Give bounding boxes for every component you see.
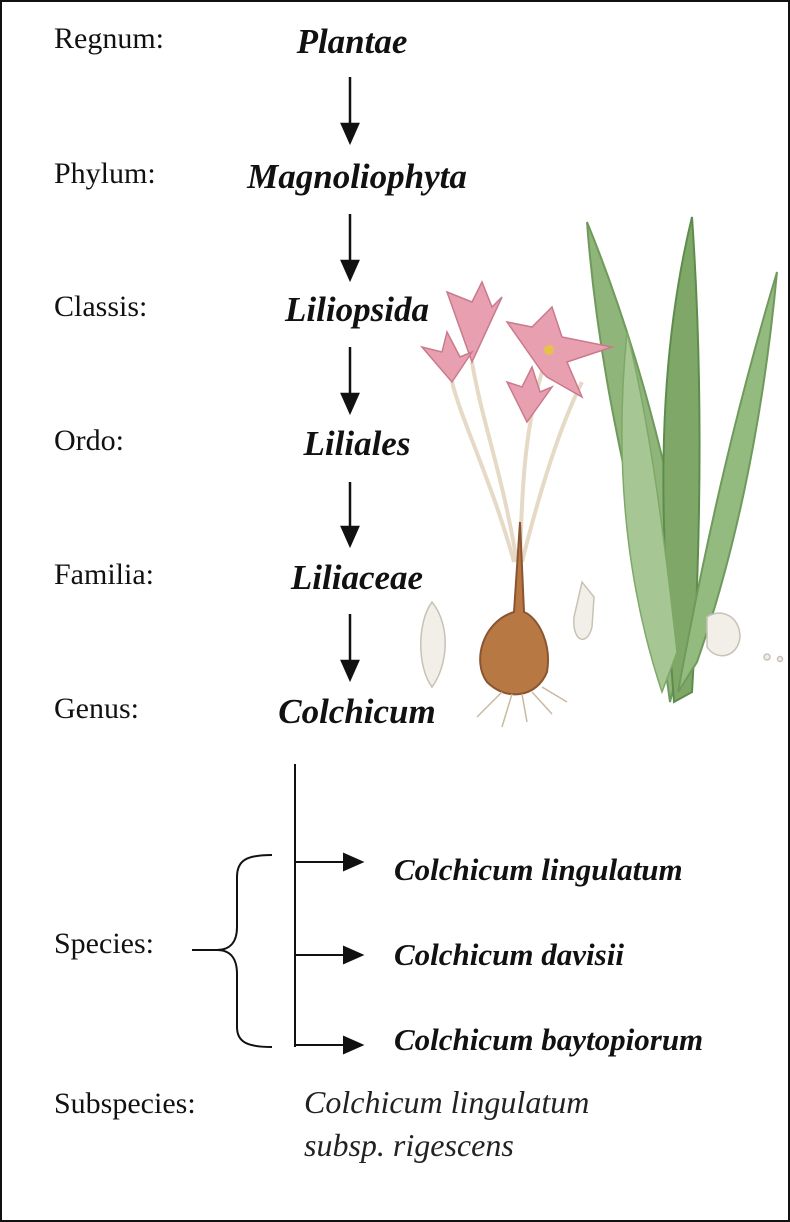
- rank-label-subspecies: Subspecies:: [54, 1087, 196, 1121]
- rank-label-familia: Familia:: [54, 558, 154, 592]
- species-branch-lines: [295, 764, 362, 1053]
- species-name-lingulatum: Colchicum lingulatum: [394, 852, 683, 888]
- rank-label-genus: Genus:: [54, 692, 139, 726]
- rank-label-phylum: Phylum:: [54, 157, 156, 191]
- taxon-phylum: Magnoliophyta: [207, 157, 507, 197]
- species-name-davisii: Colchicum davisii: [394, 937, 624, 973]
- taxon-ordo: Liliales: [207, 424, 507, 464]
- subspecies-name-line2: subsp. rigescens: [304, 1127, 514, 1164]
- rank-label-classis: Classis:: [54, 290, 147, 324]
- leaves-illustration: [587, 217, 777, 702]
- subspecies-name-line1: Colchicum lingulatum: [304, 1084, 589, 1121]
- taxon-familia: Liliaceae: [207, 558, 507, 598]
- species-brace: [192, 855, 272, 1047]
- species-name-baytopiorum: Colchicum baytopiorum: [394, 1022, 703, 1058]
- rank-label-ordo: Ordo:: [54, 424, 124, 458]
- rank-label-regnum: Regnum:: [54, 22, 164, 56]
- rank-label-species: Species:: [54, 927, 154, 961]
- taxon-classis: Liliopsida: [207, 290, 507, 330]
- taxon-genus: Colchicum: [207, 692, 507, 732]
- taxon-regnum: Plantae: [202, 22, 502, 62]
